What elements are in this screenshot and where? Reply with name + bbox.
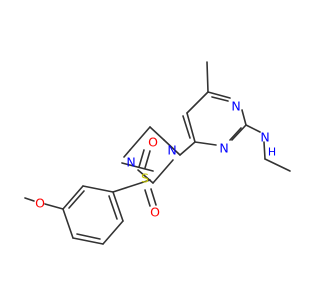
bond-pip-2	[149, 126, 165, 141]
bond-pyr-5-inner	[229, 127, 242, 141]
atom-n-pyrimidine-bottom: N	[219, 141, 228, 156]
bond-o-aryl	[44, 203, 64, 210]
bond-pyr-2	[186, 91, 209, 114]
bond-pyr-3-inner	[211, 96, 229, 102]
bond-ring-a1	[62, 185, 84, 210]
bond-pyr-1	[186, 112, 196, 143]
bond-pyr-1-inner	[182, 115, 191, 139]
bond-methyl-o	[24, 197, 35, 202]
bond-s-o-top-a	[138, 149, 145, 168]
bond-pyr-3	[207, 91, 231, 99]
bond-ring-a3-inner	[108, 195, 118, 220]
bond-pip-5	[137, 169, 154, 184]
atom-h-amine: H	[268, 146, 276, 159]
bond-ring-a2	[82, 185, 114, 193]
atom-n-piperazine-left: N	[126, 155, 135, 170]
bond-ring-a5	[72, 237, 104, 245]
bond-aryl-s	[112, 179, 151, 193]
bond-s-o-top-b	[144, 150, 151, 169]
bond-ring-a6	[62, 208, 74, 239]
background	[0, 0, 300, 300]
bonds	[24, 61, 291, 245]
bond-s-n	[121, 162, 154, 172]
bond-pip-4	[152, 159, 174, 184]
bond-ring-a1-inner	[68, 190, 85, 209]
bond-pyr-6	[194, 141, 217, 146]
bond-ring-a3	[112, 191, 124, 222]
bond-pyr-methyl	[206, 61, 209, 93]
bond-amine-ethyl	[263, 141, 266, 160]
bond-s-o-bottom-b	[150, 188, 157, 206]
atom-n-amine: N	[260, 130, 269, 145]
bond-n-pyrimidine	[179, 141, 196, 156]
atom-o-sulfonyl-bottom: O	[150, 205, 160, 220]
atom-o-methoxy: O	[35, 196, 45, 211]
atom-o-sulfonyl-top: O	[148, 135, 158, 150]
bond-pip-3	[163, 139, 181, 156]
bond-pyr-4	[241, 109, 247, 126]
bond-s-o-bottom-a	[144, 189, 151, 207]
atom-n-pyrimidine-top: N	[231, 99, 240, 114]
atom-n-piperazine-right: N	[167, 143, 176, 158]
molecule-structure: O S O O N N N N N H	[0, 0, 300, 300]
atom-s-sulfonyl: S	[141, 171, 149, 186]
bond-pyr-5	[231, 124, 247, 141]
bond-pyr-amine	[245, 124, 261, 133]
bond-ring-a4	[102, 220, 124, 245]
bond-ethyl	[264, 158, 291, 172]
bond-pip-6	[123, 149, 131, 158]
bond-ring-a5-inner	[76, 233, 101, 240]
bond-pip-1	[129, 126, 151, 151]
atom-labels: O S O O N N N N N H	[35, 99, 276, 220]
